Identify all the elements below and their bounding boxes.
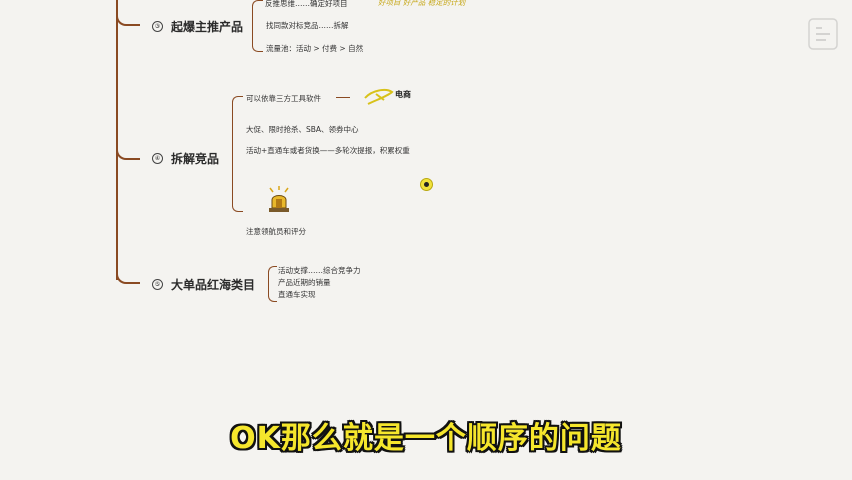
handwritten-label: 电商 xyxy=(395,90,411,99)
handwritten-scribble-icon xyxy=(364,89,394,105)
leaf-item: 活动支撑……综合竞争力 xyxy=(278,266,361,275)
node-title: 大单品红海类目 xyxy=(171,278,256,292)
leaf-item: 活动+直通车或者货换——多轮次提报，积累权重 xyxy=(246,146,410,155)
leaf-connector xyxy=(336,97,350,98)
node-number: ⑤ xyxy=(152,279,163,290)
branch-connector-a xyxy=(116,0,140,26)
mindmap-node-red-ocean-category[interactable]: ⑤ 大单品红海类目 xyxy=(152,276,255,293)
leaf-item: 产品近期的销量 xyxy=(278,278,331,287)
leaf-item: 可以依靠三方工具软件 xyxy=(246,94,321,103)
leaf-bracket-c xyxy=(268,266,277,302)
branch-connector-b xyxy=(116,138,140,160)
leaf-item: 流量池：活动 > 付费 > 自然 xyxy=(266,44,364,53)
leaf-item: 直通车实现 xyxy=(278,290,316,299)
video-subtitle: OK那么就是一个顺序的问题 xyxy=(230,421,622,456)
alarm-light-icon xyxy=(269,186,289,212)
leaf-bracket-a xyxy=(252,0,263,52)
watermark-logo-icon xyxy=(808,18,838,50)
branch-connector-c xyxy=(116,262,140,284)
handwritten-note: 好项目 好产品 稳定的计划 xyxy=(378,0,466,7)
leaf-item: 注意领航员和评分 xyxy=(246,227,306,236)
leaf-item: 大促、限时抢杀、SBA、领券中心 xyxy=(246,125,359,134)
leaf-bracket-b xyxy=(232,96,243,212)
mindmap-node-hit-products[interactable]: ③ 起爆主推产品 xyxy=(152,18,243,35)
leaf-item: 找同款对标竞品……拆解 xyxy=(266,21,349,30)
node-title: 拆解竞品 xyxy=(171,152,220,166)
node-title: 起爆主推产品 xyxy=(171,20,244,34)
mindmap-node-competitor-analysis[interactable]: ④ 拆解竞品 xyxy=(152,150,219,167)
node-number: ④ xyxy=(152,153,163,164)
leaf-item: 反推思维……确定好项目 xyxy=(265,0,348,8)
mouse-cursor-icon xyxy=(420,178,433,191)
node-number: ③ xyxy=(152,21,163,32)
